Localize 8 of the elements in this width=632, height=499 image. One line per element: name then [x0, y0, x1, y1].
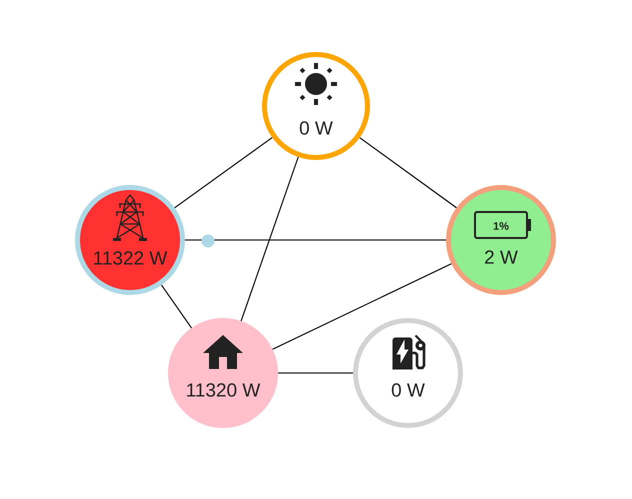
battery-gauge: 1%	[474, 211, 531, 239]
connector-line	[278, 372, 353, 374]
connector-line	[359, 137, 457, 208]
connector-line	[161, 284, 192, 328]
connector-line	[174, 137, 273, 208]
connector-line	[272, 263, 452, 350]
connector-line	[185, 239, 446, 241]
connector-line	[240, 156, 299, 322]
